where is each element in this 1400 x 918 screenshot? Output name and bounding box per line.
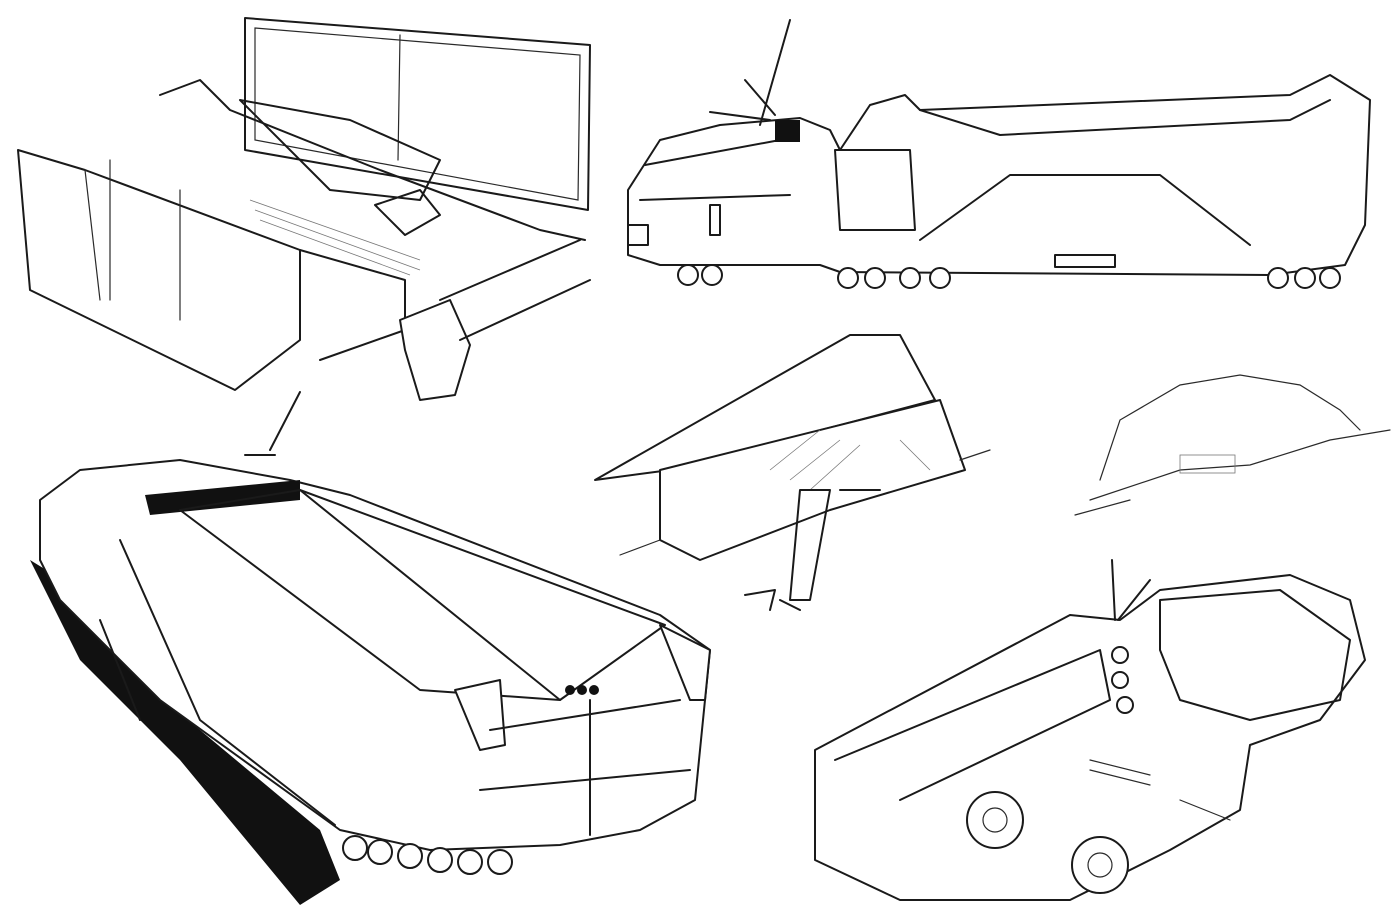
sketch-open-compartment-detail	[594, 334, 991, 611]
sketch-vehicle-side-view	[627, 19, 1371, 289]
sketch-partial-outline	[1074, 374, 1391, 516]
sketch-vehicle-rear-three-quarter	[30, 391, 711, 905]
sketch-open-cargo-bed	[17, 17, 591, 401]
sketch-vehicle-underside-view	[814, 559, 1366, 901]
